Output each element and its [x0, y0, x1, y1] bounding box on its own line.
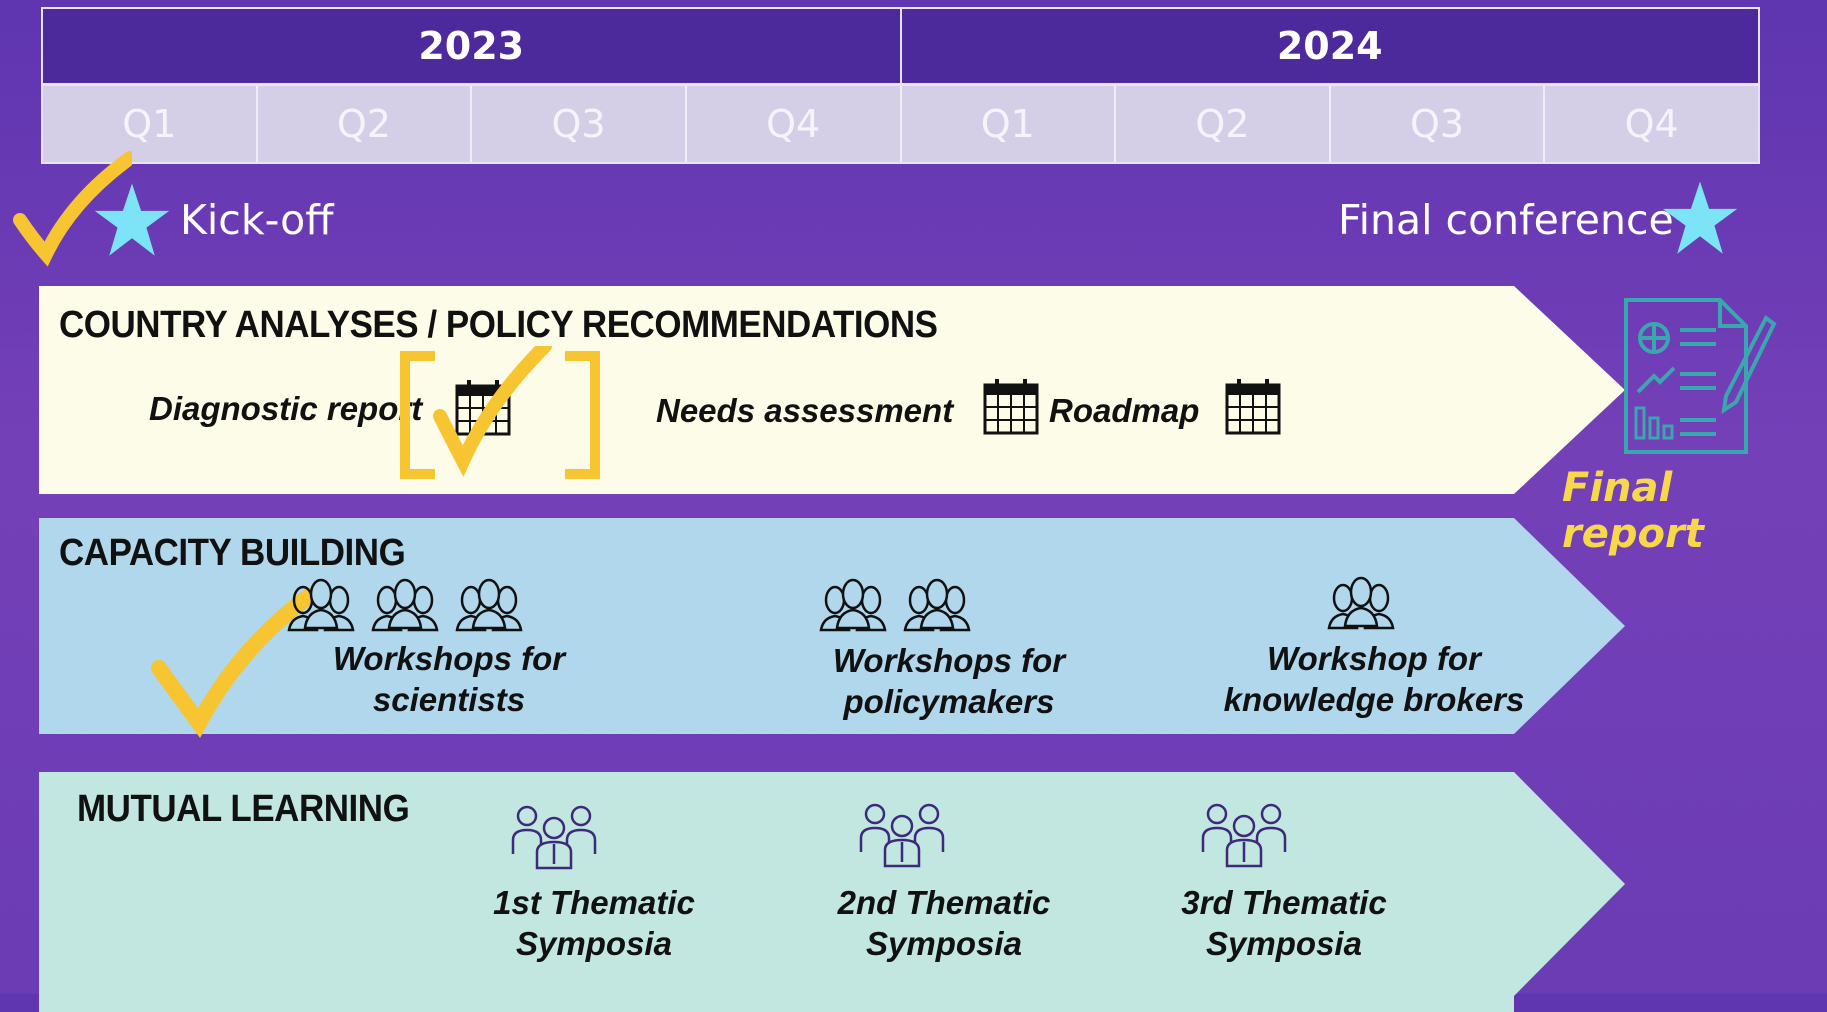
band-country-analyses: COUNTRY ANALYSES / POLICY RECOMMENDATION…: [39, 286, 1625, 494]
band-country-title: COUNTRY ANALYSES / POLICY RECOMMENDATION…: [59, 304, 938, 346]
first-symposia-label: 1st Thematic Symposia: [434, 882, 754, 964]
team-icon: [1201, 803, 1287, 868]
kickoff-capacity-check-icon: [151, 588, 317, 738]
people-group-icon: [455, 578, 523, 632]
workshop-knowledge-brokers-line2: knowledge brokers: [1223, 681, 1525, 718]
quarter-2024-q3: Q3: [1328, 86, 1544, 162]
team-icon: [511, 805, 597, 870]
quarter-row: Q1 Q2 Q3 Q4 Q1 Q2 Q3 Q4: [43, 83, 1758, 162]
band-country-arrow: [39, 286, 1625, 494]
diagnostic-report-label: Diagnostic report: [149, 390, 423, 427]
team-icon: [859, 803, 945, 868]
year-row: 2023 2024: [43, 9, 1758, 83]
kickoff-star-icon: [94, 183, 170, 256]
final-report-label: Final report: [1562, 465, 1704, 557]
band-capacity-building: CAPACITY BUILDING Workshops for scientis…: [39, 518, 1625, 738]
year-2024: 2024: [899, 9, 1759, 83]
workshops-scientists-label: Workshops for scientists: [279, 638, 619, 720]
third-symposia-label: 3rd Thematic Symposia: [1124, 882, 1444, 964]
band-mutual-title: MUTUAL LEARNING: [77, 788, 410, 830]
final-report-document-icon: [1624, 298, 1777, 454]
kickoff-check-icon: [13, 151, 132, 267]
workshops-policymakers-line1: Workshops for: [832, 642, 1066, 679]
band-capacity-arrow: [39, 518, 1625, 734]
quarter-2023-q1: Q1: [122, 102, 177, 146]
calendar-icon: [983, 379, 1039, 435]
band-capacity-title: CAPACITY BUILDING: [59, 532, 406, 574]
workshops-policymakers-label: Workshops for policymakers: [779, 640, 1119, 722]
final-conference-label: Final conference: [1338, 196, 1674, 244]
workshop-knowledge-brokers-label: Workshop for knowledge brokers: [1189, 638, 1559, 720]
timeline-header: 2023 2024 Q1 Q2 Q3 Q4 Q1 Q2 Q3 Q4: [41, 7, 1760, 164]
people-group-icon: [903, 578, 971, 632]
third-symposia-line1: 3rd Thematic: [1181, 884, 1387, 921]
quarter-2024-q4: Q4: [1543, 86, 1758, 162]
quarter-2023-q4: Q4: [684, 86, 900, 162]
second-symposia-label: 2nd Thematic Symposia: [784, 882, 1104, 964]
quarter-2024-q1: Q1: [899, 86, 1115, 162]
final-conference-star-icon: [1662, 181, 1738, 254]
people-group-icon: [371, 578, 439, 632]
first-symposia-line2: Symposia: [516, 925, 672, 962]
workshops-policymakers-line2: policymakers: [843, 683, 1055, 720]
diagnostic-bracket-check-icon: [400, 346, 600, 479]
workshop-knowledge-brokers-line1: Workshop for: [1267, 640, 1481, 677]
second-symposia-line2: Symposia: [866, 925, 1022, 962]
people-group-icon: [287, 578, 355, 632]
needs-assessment-label: Needs assessment: [656, 392, 954, 429]
people-group-icon: [819, 578, 887, 632]
roadmap-label: Roadmap: [1049, 392, 1200, 429]
second-symposia-line1: 2nd Thematic: [837, 884, 1051, 921]
quarter-2023-q3: Q3: [470, 86, 685, 162]
year-2023: 2023: [418, 24, 525, 68]
people-group-icon: [1327, 576, 1395, 630]
first-symposia-line1: 1st Thematic: [493, 884, 695, 921]
quarter-2023-q2: Q2: [255, 86, 471, 162]
kickoff-label: Kick-off: [180, 196, 334, 244]
band-mutual-learning: MUTUAL LEARNING 1st Thematic Symposia 2n…: [39, 772, 1625, 1012]
quarter-2024-q2: Q2: [1114, 86, 1329, 162]
third-symposia-line2: Symposia: [1206, 925, 1362, 962]
workshops-scientists-line2: scientists: [372, 681, 526, 718]
calendar-icon: [1225, 379, 1281, 435]
workshops-scientists-line1: Workshops for: [332, 640, 566, 677]
